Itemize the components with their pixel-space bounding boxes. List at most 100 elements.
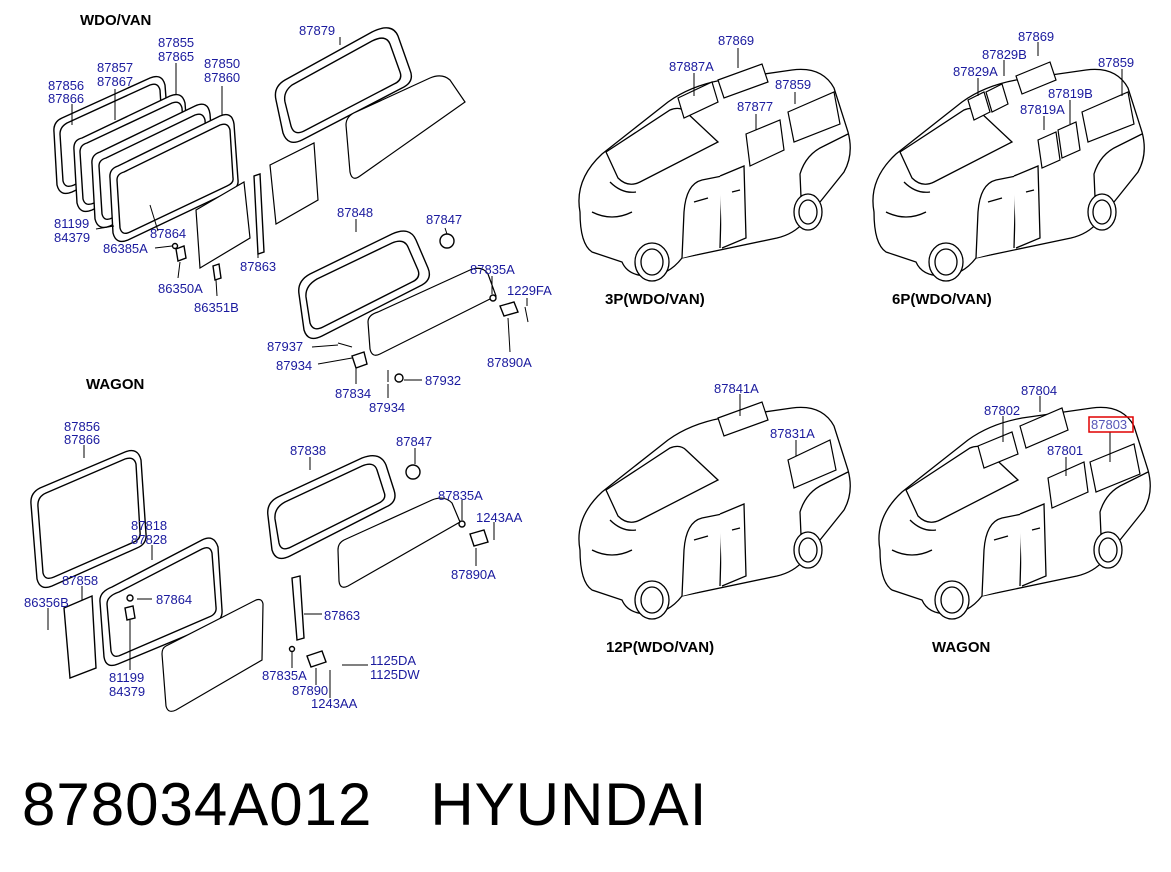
- van-3p-side-glass-87877: [745, 119, 785, 167]
- label-87879: 87879: [299, 23, 335, 38]
- label-87834: 87834: [335, 386, 371, 401]
- cap-87847-wagon: [405, 464, 421, 480]
- highlight-box-87803: [1088, 416, 1134, 433]
- wagon-parts: 87856 87866 87818 87828 87858 86356B 878…: [24, 419, 523, 712]
- label-86350a: 86350A: [158, 281, 203, 296]
- hinge-87890a: [499, 301, 519, 317]
- label-87934: 87934: [276, 358, 312, 373]
- label-87860: 87860: [204, 70, 240, 85]
- label-1125da: 1125DA: [370, 653, 416, 668]
- label-87855: 87855: [158, 35, 194, 50]
- van-3p-roof-glass-87887a: [677, 81, 719, 119]
- part-number: 878034A012: [22, 770, 373, 838]
- label-wagon-87801: 87801: [1047, 443, 1083, 458]
- label-3p-87859: 87859: [775, 77, 811, 92]
- parts-diagram: WDO/VAN WAGON 3P(WDO/VAN) 6P(WDO/VAN) 12…: [24, 12, 1151, 712]
- wdo-van-parts: 87879 87855 87865 87857 87867 87850 8786…: [48, 23, 552, 415]
- clip-87835a-wagon: [458, 520, 466, 528]
- bracket-81199-wagon: [124, 605, 136, 621]
- label-6p-87829b: 87829B: [982, 47, 1027, 62]
- label-6p-87819b: 87819B: [1048, 86, 1093, 101]
- slide-glass-2: [269, 142, 319, 225]
- hinge-87890a-wagon: [469, 529, 489, 547]
- label-87863: 87863: [240, 259, 276, 274]
- header-3p-wdo-van: 3P(WDO/VAN): [605, 291, 705, 308]
- label-87850: 87850: [204, 56, 240, 71]
- van-6p-roof-glass-87829b: [985, 83, 1009, 113]
- label-wagon-87835a-2: 87835A: [262, 668, 307, 683]
- van-wagon-glass-87803: [1089, 443, 1141, 493]
- van-3p-roof-glass-87869: [717, 63, 769, 99]
- label-87890a: 87890A: [487, 355, 532, 370]
- van-6p-side-glass-87819b: [1057, 121, 1081, 159]
- label-1229fa: 1229FA: [507, 283, 552, 298]
- clip-87835a-wagon-2: [288, 645, 296, 653]
- label-87890: 87890: [292, 683, 328, 698]
- label-87835a: 87835A: [470, 262, 515, 277]
- glass-wagon-quarter: [337, 497, 461, 588]
- label-87864: 87864: [150, 226, 186, 241]
- wdo-van-leaders: [71, 37, 528, 398]
- label-1125dw: 1125DW: [370, 667, 420, 682]
- seal-87879: [274, 27, 413, 143]
- label-wagon-87804: 87804: [1021, 383, 1057, 398]
- wagon-leaders: [47, 445, 495, 698]
- van-3p: [578, 63, 851, 282]
- label-wagon-87802: 87802: [984, 403, 1020, 418]
- label-87858: 87858: [62, 573, 98, 588]
- label-87848: 87848: [337, 205, 373, 220]
- van-12p-roof-glass-87841a: [717, 401, 769, 437]
- label-87867: 87867: [97, 74, 133, 89]
- label-87932: 87932: [425, 373, 461, 388]
- label-87828: 87828: [131, 532, 167, 547]
- cap-87847: [439, 233, 455, 249]
- label-87857: 87857: [97, 60, 133, 75]
- header-wagon-van: WAGON: [932, 639, 990, 656]
- label-wagon-87866: 87866: [64, 432, 100, 447]
- van-6p-roof-glass-87869: [1015, 61, 1057, 95]
- van-6p-side-glass-87859: [1081, 91, 1135, 143]
- bracket-87858: [63, 594, 97, 679]
- header-wagon: WAGON: [86, 376, 144, 393]
- label-84379: 84379: [54, 230, 90, 245]
- quarter-glass: [367, 267, 497, 356]
- label-12p-87831a: 87831A: [770, 426, 815, 441]
- window-seal-stack: [53, 75, 239, 243]
- van-6p-side-glass-87819a: [1037, 131, 1061, 169]
- header-wdo-van: WDO/VAN: [80, 12, 151, 29]
- screw-1229fa: [524, 306, 529, 323]
- label-wagon-87803[interactable]: 87803: [1091, 417, 1127, 432]
- clip-87835a: [489, 294, 497, 302]
- label-wagon-87847: 87847: [396, 434, 432, 449]
- brand-name: HYUNDAI: [430, 770, 708, 838]
- van-wagon-glass-87804: [1019, 407, 1069, 449]
- label-wagon-81199: 81199: [109, 670, 144, 685]
- frame-87818-inner: [106, 546, 217, 658]
- seal-87838-inner: [274, 463, 386, 550]
- van-12p: [578, 401, 851, 620]
- glass-87879: [345, 75, 466, 179]
- label-6p-87829a: 87829A: [953, 64, 998, 79]
- slide-glass: [195, 181, 251, 270]
- label-87866: 87866: [48, 91, 84, 106]
- label-3p-87869: 87869: [718, 33, 754, 48]
- van-12p-side-glass-87831a: [787, 439, 837, 489]
- label-87865: 87865: [158, 49, 194, 64]
- van-wagon-glass-87801: [1047, 461, 1089, 509]
- label-86385a: 86385A: [103, 241, 148, 256]
- label-wagon-84379: 84379: [109, 684, 145, 699]
- header-6p-wdo-van: 6P(WDO/VAN): [892, 291, 992, 308]
- label-87818: 87818: [131, 518, 167, 533]
- label-81199: 81199: [54, 216, 89, 231]
- glass-wagon-large: [161, 598, 264, 712]
- bracket-86350a: [175, 245, 187, 262]
- label-wagon-87864: 87864: [156, 592, 192, 607]
- bracket-86351b: [212, 263, 222, 281]
- label-87856: 87856: [48, 78, 84, 93]
- clip-87864-wagon: [126, 594, 134, 602]
- van-6p: [872, 61, 1145, 282]
- label-6p-87859: 87859: [1098, 55, 1134, 70]
- label-wagon-87890a: 87890A: [451, 567, 496, 582]
- label-1243aa-2: 1243AA: [311, 696, 358, 711]
- van-wagon: [878, 406, 1151, 620]
